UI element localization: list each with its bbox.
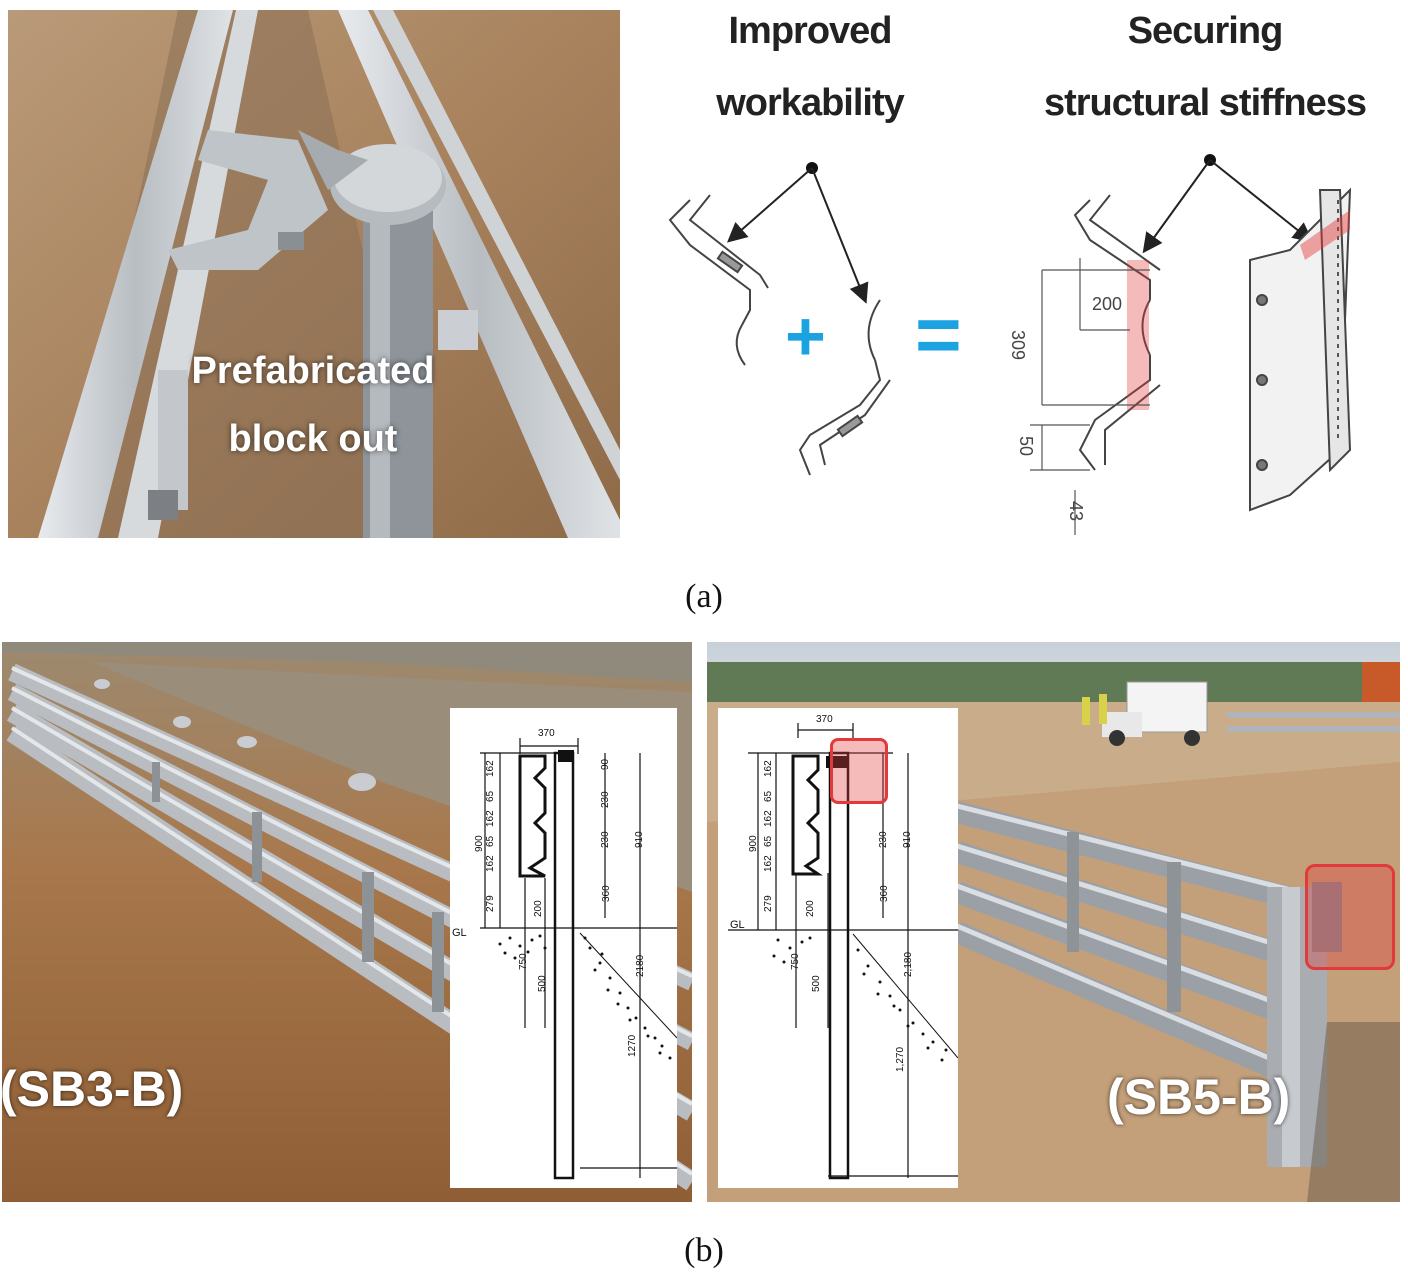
- blockout-label-line1: Prefabricated: [191, 350, 435, 392]
- dim-base: 279: [485, 895, 496, 912]
- dim-309: 309: [1008, 330, 1028, 360]
- dim-footing-a: 750: [518, 953, 529, 970]
- highlight-zone: [1127, 260, 1149, 410]
- dim-rail-3: 162: [485, 810, 496, 827]
- dim-post-length: 2180: [635, 954, 646, 977]
- sb3b-label: (SB3-B): [2, 1061, 184, 1117]
- heading-improved-workability: Improved workability: [640, 10, 980, 124]
- dim-rail-4: 65: [763, 835, 774, 847]
- pointer-arrow: [726, 167, 813, 243]
- dim-right-1: 230: [878, 831, 889, 848]
- half-piece-upper: [668, 194, 769, 366]
- blockout-schematic: + = 309 200 50 43: [668, 154, 1352, 535]
- blockout-photo-graphic: [8, 10, 620, 538]
- dim-43: 43: [1066, 501, 1086, 521]
- blockout-label-line2: block out: [228, 418, 398, 460]
- dim-top-width: 370: [538, 728, 555, 739]
- heading-right-line2: structural stiffness: [1043, 82, 1367, 124]
- dim-right-2: 230: [600, 791, 611, 808]
- dim-post-height: 910: [902, 831, 913, 848]
- block-3d-view: [1249, 187, 1352, 512]
- dim-rail-1: 162: [763, 760, 774, 777]
- dim-total-height: 900: [474, 835, 485, 852]
- heading-structural-stiffness: Securing structural stiffness: [1010, 10, 1400, 124]
- half-piece-lower: [798, 299, 891, 476]
- heading-left-line1: Improved: [728, 10, 892, 52]
- dim-total-height: 900: [748, 835, 759, 852]
- highlight-zone: [1300, 210, 1350, 260]
- dim-base: 279: [763, 895, 774, 912]
- dim-embed: 200: [533, 900, 544, 917]
- assembled-profile: [1073, 194, 1161, 471]
- plus-icon: +: [785, 297, 826, 375]
- dim-right-4: 360: [601, 885, 612, 902]
- dim-right-3: 230: [600, 831, 611, 848]
- sb3b-section-drawing: 370 GL 900 279 162 65 162 65 162 90 230 …: [450, 708, 677, 1188]
- dim-post-length: 2,180: [903, 952, 914, 977]
- dim-rail-3: 162: [763, 810, 774, 827]
- dim-rail-5: 162: [485, 855, 496, 872]
- dim-rail-4: 65: [485, 835, 496, 847]
- caption-a: (a): [685, 578, 723, 615]
- stiffness-highlight-drawing: [830, 738, 888, 804]
- dim-footing-a: 750: [790, 953, 801, 970]
- dim-top-width: 370: [816, 714, 833, 725]
- pointer-arrow: [1209, 159, 1314, 243]
- dimension-lines: [1030, 258, 1150, 535]
- dim-rail-5: 162: [763, 855, 774, 872]
- pointer-arrow: [1142, 159, 1211, 254]
- dim-rail-2: 65: [485, 790, 496, 802]
- ground-level-label: GL: [730, 919, 745, 931]
- dim-below: 1,270: [895, 1047, 906, 1072]
- heading-right-line1: Securing: [1127, 10, 1284, 52]
- dim-200: 200: [1092, 294, 1122, 314]
- heading-left-line2: workability: [716, 82, 905, 124]
- ground-level-label: GL: [452, 927, 467, 939]
- sb5b-section-drawing: 370 GL 900 279 162 65 162 65 162 230 360…: [718, 708, 958, 1188]
- dim-post-height: 910: [634, 831, 645, 848]
- dim-rail-1: 162: [485, 760, 496, 777]
- dim-footing-b: 500: [537, 975, 548, 992]
- dim-rail-2: 65: [763, 790, 774, 802]
- dim-below: 1270: [627, 1034, 638, 1057]
- caption-b: (b): [684, 1232, 724, 1269]
- blockout-photo: Prefabricated block out: [8, 10, 620, 538]
- equals-icon: =: [915, 290, 962, 379]
- dim-footing-b: 500: [811, 975, 822, 992]
- pointer-arrow: [811, 167, 869, 304]
- dim-right-2: 360: [879, 885, 890, 902]
- sb5b-label: (SB5-B): [1107, 1069, 1291, 1125]
- stiffness-highlight-photo: [1305, 864, 1395, 970]
- dim-embed: 200: [805, 900, 816, 917]
- dim-50: 50: [1016, 436, 1036, 456]
- dim-right-1: 90: [600, 758, 611, 770]
